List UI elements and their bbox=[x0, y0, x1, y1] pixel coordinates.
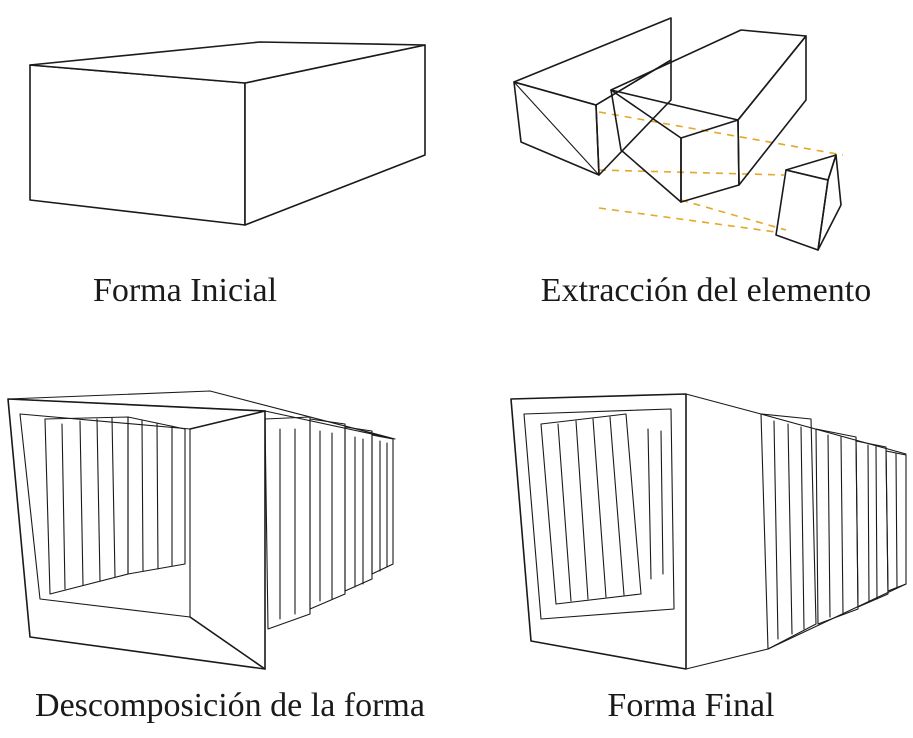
caption-forma-inicial: Forma Inicial bbox=[92, 272, 278, 309]
initial-box-drawing bbox=[29, 41, 426, 226]
final-structure bbox=[510, 393, 907, 670]
extraction-drawing bbox=[513, 17, 844, 251]
panel-descomposicion: Descomposición de la forma bbox=[0, 369, 456, 738]
final-form-drawing bbox=[510, 393, 907, 670]
decomposition-structure bbox=[7, 390, 396, 670]
caption-extraccion: Extracción del elemento bbox=[540, 272, 872, 309]
inner-louvers bbox=[44, 416, 186, 595]
receding-frames bbox=[264, 416, 394, 630]
final-receding-frames bbox=[760, 413, 907, 650]
initial-box bbox=[29, 41, 426, 226]
extraction-guides bbox=[598, 111, 844, 233]
extracted-block-right bbox=[775, 154, 842, 251]
extracted-block-left bbox=[513, 17, 672, 176]
decomposition-drawing bbox=[7, 390, 396, 670]
rotated-panel bbox=[540, 413, 664, 605]
panel-forma-final: Forma Final bbox=[456, 369, 913, 738]
caption-forma-final: Forma Final bbox=[607, 687, 775, 724]
caption-descomposicion: Descomposición de la forma bbox=[35, 687, 425, 724]
panel-extraccion: Extracción del elemento bbox=[456, 0, 913, 369]
central-block bbox=[610, 29, 807, 203]
panel-forma-inicial: Forma Inicial bbox=[0, 0, 456, 369]
